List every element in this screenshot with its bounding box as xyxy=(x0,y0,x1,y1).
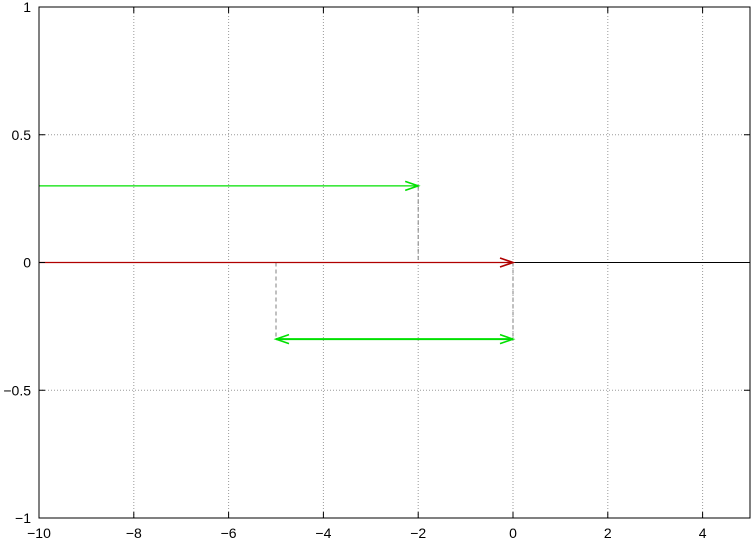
x-tick-label: 0 xyxy=(509,525,517,541)
tick-layer xyxy=(38,6,750,519)
arrow-layer xyxy=(39,180,516,345)
y-tick-label: −1 xyxy=(15,510,31,526)
tick-labels: −10 −8 −6 −4 −2 0 2 4 −1 −0.5 0 0.5 1 xyxy=(3,0,706,541)
arrow-head xyxy=(499,333,516,345)
y-tick-label: 0.5 xyxy=(12,127,32,143)
x-tick-label: −8 xyxy=(126,525,142,541)
x-tick-label: −2 xyxy=(410,525,426,541)
x-tick-label: −10 xyxy=(27,525,51,541)
x-tick-label: 2 xyxy=(604,525,612,541)
x-tick-label: −6 xyxy=(221,525,237,541)
x-tick-label: 4 xyxy=(699,525,707,541)
y-tick-label: 0 xyxy=(23,255,31,271)
arrow-head xyxy=(273,333,290,345)
guide-layer xyxy=(275,185,514,340)
arrow-head xyxy=(499,257,516,268)
arrow-head xyxy=(404,180,421,192)
x-tick-label: −4 xyxy=(315,525,331,541)
y-tick-label: −0.5 xyxy=(3,382,31,398)
y-tick-label: 1 xyxy=(23,0,31,15)
